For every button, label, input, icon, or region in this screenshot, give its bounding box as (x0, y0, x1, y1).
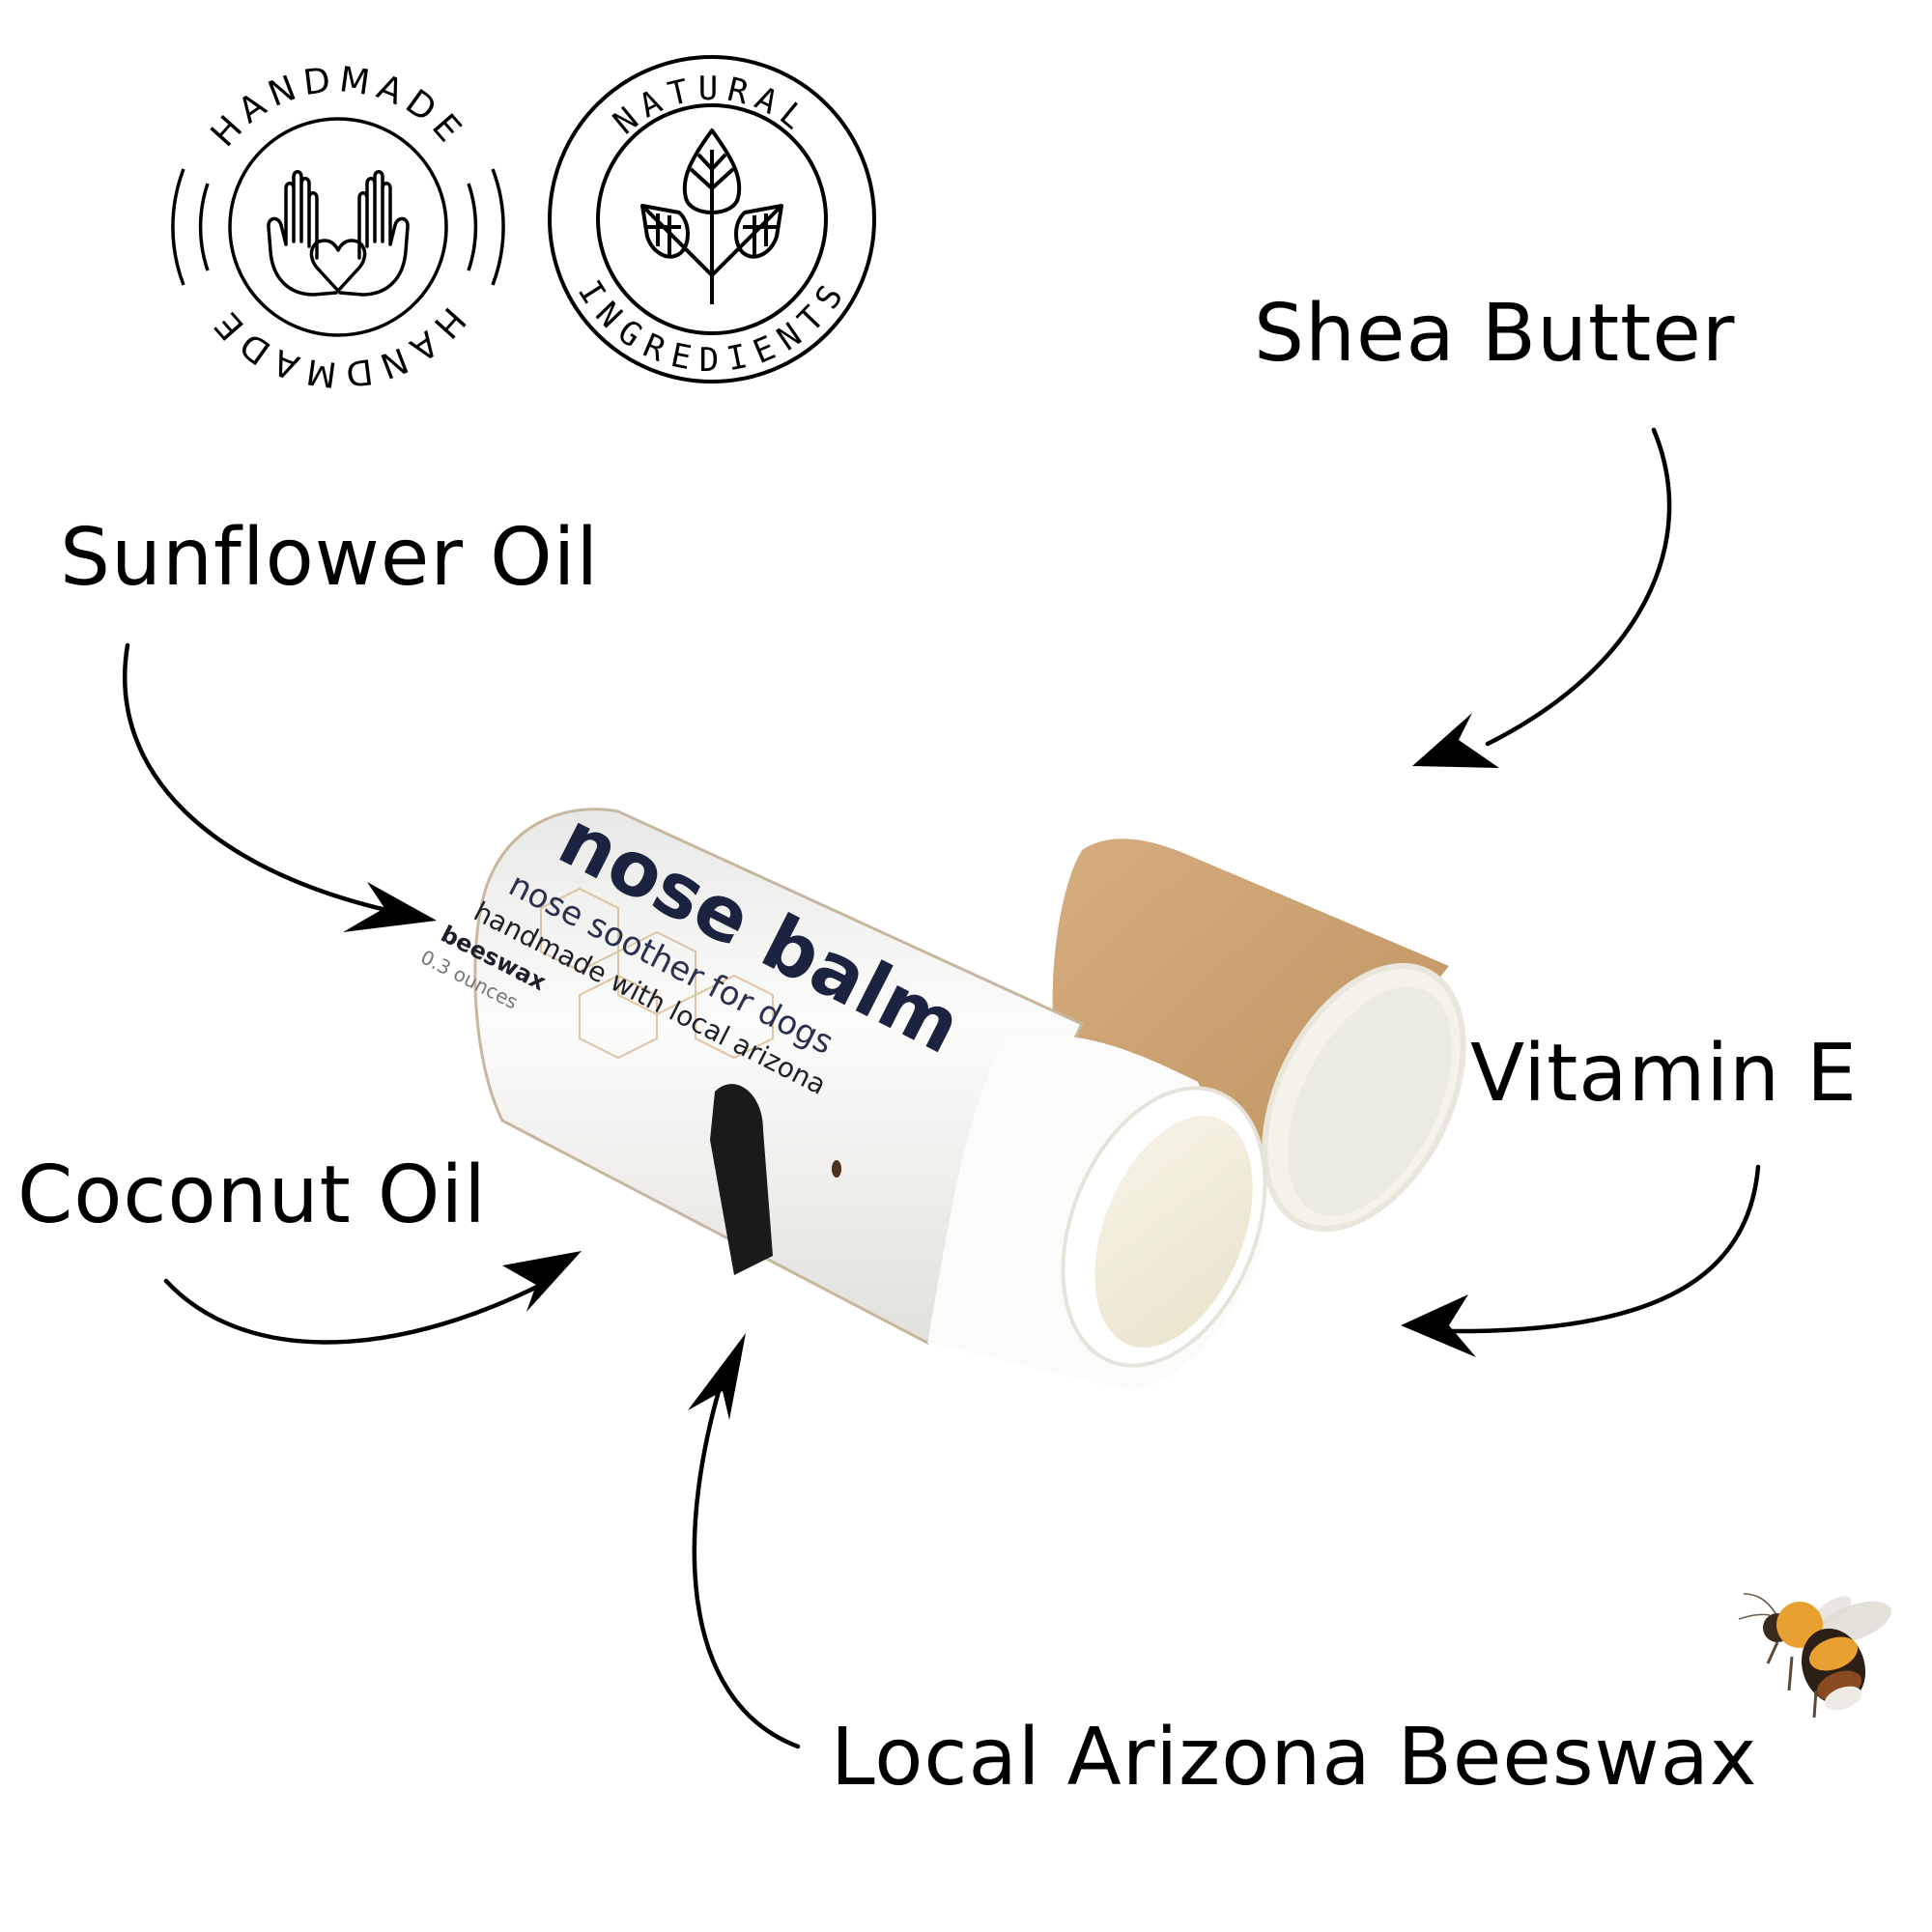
ingredient-label-sunflower-oil: Sunflower Oil (60, 512, 600, 604)
arrowhead-coconut-oil (502, 1251, 582, 1312)
ingredient-label-shea-butter: Shea Butter (1254, 288, 1736, 380)
arrow-local-arizona-beeswax (692, 1369, 801, 1749)
bee-icon (1738, 1593, 1891, 1719)
ingredient-label-local-arizona-beeswax: Local Arizona Beeswax (831, 1712, 1758, 1804)
ingredient-label-coconut-oil: Coconut Oil (17, 1150, 487, 1241)
hands-heart-icon (267, 170, 410, 297)
handmade-badge-graphic: HANDMADE HANDMADE (171, 60, 505, 394)
balm-tube (473, 808, 1267, 1391)
arrow-shea-butter (1485, 427, 1672, 747)
handmade-badge: HANDMADE HANDMADE (164, 53, 512, 401)
natural-ingredients-badge: NATURAL INGREDIENTS (546, 53, 879, 386)
arrowhead-sunflower-oil (343, 882, 437, 932)
ingredient-label-vitamin-e: Vitamin E (1470, 1028, 1858, 1120)
arrow-vitamin-e (1446, 1164, 1761, 1334)
arrowhead-local-arizona-beeswax (688, 1333, 746, 1420)
natural-badge-graphic: NATURAL INGREDIENTS (548, 55, 876, 384)
leaf-sprig-icon (640, 128, 783, 304)
arrow-sunflower-oil (122, 642, 389, 913)
arrowhead-shea-butter (1412, 713, 1499, 768)
arrow-coconut-oil (163, 1278, 544, 1345)
arrowhead-vitamin-e (1401, 1294, 1476, 1357)
